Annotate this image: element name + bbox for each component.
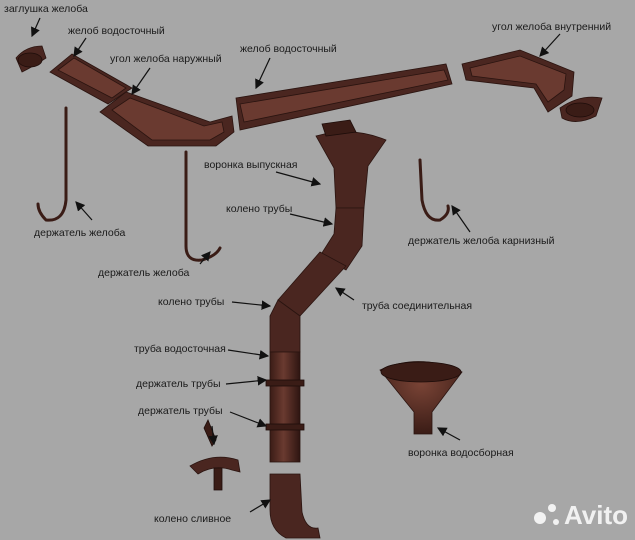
label-downpipe: труба водосточная <box>134 343 226 355</box>
avito-watermark: Avito <box>534 500 628 530</box>
downpipe <box>265 351 305 463</box>
pipe-elbow-upper <box>319 207 365 271</box>
label-pipe-elbow-1: колено трубы <box>226 203 292 215</box>
label-pipe-holder-1: держатель трубы <box>136 378 221 390</box>
gutter-hook-1 <box>36 106 68 222</box>
gutter-segment-2 <box>235 63 453 131</box>
label-gutter-2: желоб водосточный <box>240 43 337 55</box>
drain-elbow <box>269 473 321 539</box>
watermark-dot-icon <box>534 512 546 524</box>
gutter-end-cap <box>15 45 47 73</box>
label-drain-elbow: колено сливное <box>154 513 231 525</box>
cornice-hook <box>418 158 450 222</box>
label-cornice-hook: держатель желоба карнизный <box>408 235 555 247</box>
label-outer-corner: угол желоба наружный <box>110 53 222 65</box>
label-gutter-hook-1: держатель желоба <box>34 227 126 239</box>
label-gutter-hook-2: держатель желоба <box>98 267 190 279</box>
gutter-inner-corner <box>461 49 575 113</box>
watermark-dot-icon <box>553 519 559 525</box>
gutter-segment-1 <box>49 53 133 105</box>
label-connecting-pipe: труба соединительная <box>362 300 472 312</box>
label-pipe-elbow-2: колено трубы <box>158 296 224 308</box>
label-inner-corner: угол желоба внутренний <box>492 21 611 33</box>
label-outlet-funnel: воронка выпускная <box>204 159 297 171</box>
label-collecting-funnel: воронка водосборная <box>408 447 514 459</box>
arrows <box>31 17 561 513</box>
watermark-dot-icon <box>548 504 556 512</box>
outlet-funnel <box>315 119 387 209</box>
gutter-end-cap-right <box>559 96 603 122</box>
label-pipe-holder-2: держатель трубы <box>138 405 223 417</box>
connecting-pipe <box>277 251 347 317</box>
watermark-text: Avito <box>564 500 628 530</box>
label-gutter-1: желоб водосточный <box>68 25 165 37</box>
label-end-cap: заглушка желоба <box>4 3 88 15</box>
collecting-funnel <box>379 361 463 435</box>
gutter-outer-corner <box>99 91 235 147</box>
pipe-clamp <box>189 419 241 491</box>
